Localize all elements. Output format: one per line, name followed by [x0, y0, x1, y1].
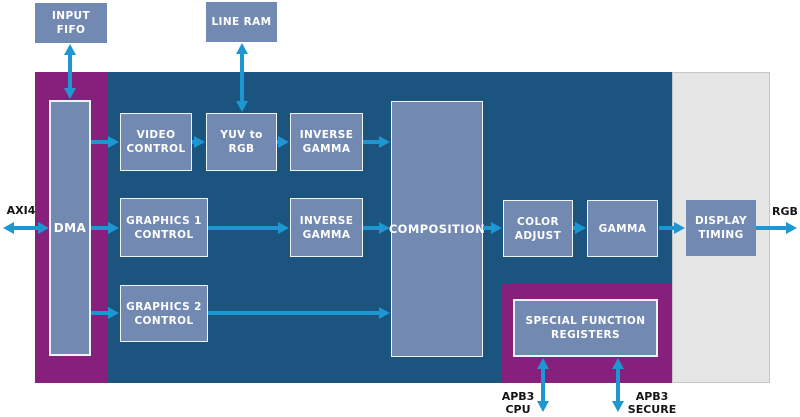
block-label: LINE RAM: [211, 16, 272, 28]
block-label: COLOR: [517, 215, 559, 228]
block-label: RGB: [228, 143, 255, 155]
apb3-cpu-port-label: APB3 CPU: [496, 390, 540, 416]
block-label: GRAPHICS 2: [126, 300, 202, 313]
graphics1-control-block: GRAPHICS 1 CONTROL: [120, 198, 208, 257]
block-label: CONTROL: [126, 143, 186, 155]
block-label: REGISTERS: [551, 329, 620, 341]
axi4-port-label: AXI4: [6, 204, 36, 217]
block-label: GAMMA: [598, 222, 647, 235]
composition-block: COMPOSITION: [388, 101, 486, 357]
block-label: INPUT: [51, 10, 91, 22]
block-label: FIFO: [56, 24, 86, 36]
rgb-port-label: RGB: [772, 205, 798, 218]
gamma-block: GAMMA: [587, 200, 658, 257]
block-label: CONTROL: [134, 228, 194, 241]
block-label: VIDEO: [136, 129, 176, 141]
block-label: GAMMA: [302, 228, 351, 241]
graphics2-control-block: GRAPHICS 2 CONTROL: [120, 285, 208, 342]
block-label: GAMMA: [302, 143, 351, 155]
block-label: SPECIAL FUNCTION: [525, 315, 646, 327]
video-control-block: VIDEO CONTROL: [120, 113, 192, 171]
block-label: GRAPHICS 1: [126, 214, 202, 227]
inverse-gamma-video-block: INVERSE GAMMA: [290, 113, 363, 171]
yuv-to-rgb-block: YUV to RGB: [206, 113, 277, 171]
block-label: INVERSE: [299, 129, 354, 141]
block-label: COMPOSITION: [388, 222, 486, 236]
inverse-gamma-graphics-block: INVERSE GAMMA: [290, 198, 363, 257]
block-label: ADJUST: [514, 229, 562, 242]
block-label: YUV to: [220, 129, 263, 141]
port-label-line: APB3: [501, 390, 535, 403]
dma-block: DMA: [49, 100, 91, 356]
apb3-secure-port-label: APB3 SECURE: [626, 390, 678, 416]
port-label-line: CPU: [505, 403, 531, 416]
port-label-line: SECURE: [627, 403, 677, 416]
block-label: INVERSE: [299, 214, 354, 227]
block-label: CONTROL: [134, 314, 194, 327]
display-timing-block: DISPLAY TIMING: [686, 200, 756, 256]
block-label: DMA: [53, 221, 87, 235]
block-label: TIMING: [698, 229, 744, 241]
special-function-registers-block: SPECIAL FUNCTION REGISTERS: [513, 299, 658, 357]
block-label: DISPLAY: [694, 215, 748, 227]
input-fifo-block: INPUT FIFO: [35, 3, 107, 43]
port-label-line: APB3: [635, 390, 669, 403]
color-adjust-block: COLOR ADJUST: [503, 200, 573, 257]
line-ram-block: LINE RAM: [206, 2, 277, 42]
